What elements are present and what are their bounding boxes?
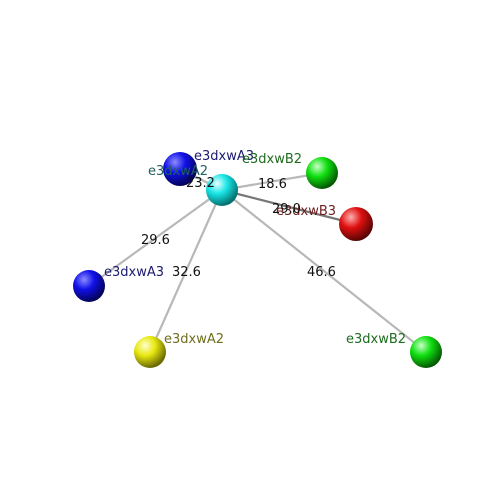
atom-center[interactable] [206,174,238,206]
atom-red[interactable] [339,207,373,241]
bond-to-red [221,188,357,226]
atoms [73,152,442,368]
atom-blue-left[interactable] [73,270,105,302]
atom-blue-top[interactable] [163,152,197,186]
label-blue-top-a2: e3dxwA2 [148,164,208,179]
atom-labels: e3dxwA3 e3dxwA2 e3dxwB2 e3dxwB3 e3dxwA3 … [104,149,406,347]
distance-blue-top: 23.2 [186,176,215,191]
atom-green-top[interactable] [306,157,338,189]
bond-to-blue-left [88,189,223,287]
bond-to-green-top [221,171,323,192]
distance-yellow: 32.6 [172,265,201,280]
atom-green-bottom[interactable] [410,336,442,368]
label-blue-top-a3: e3dxwA3 [194,149,254,164]
distance-green-bottom: 46.6 [307,265,336,280]
distance-blue-left: 29.6 [141,233,170,248]
distance-green-top: 18.6 [258,177,287,192]
label-red: e3dxwB3 [276,204,336,219]
label-green-bottom: e3dxwB2 [346,332,406,347]
bond-to-yellow [148,189,224,353]
label-green-top: e3dxwB2 [242,152,302,167]
bonds [88,168,427,353]
distance-red: 29.0 [272,202,301,217]
label-yellow: e3dxwA2 [164,332,224,347]
bond-to-green-bottom [221,189,427,353]
label-blue-left: e3dxwA3 [104,265,164,280]
distance-labels: 23.2 18.6 29.0 29.6 32.6 46.6 [141,176,336,280]
atom-yellow[interactable] [134,336,166,368]
